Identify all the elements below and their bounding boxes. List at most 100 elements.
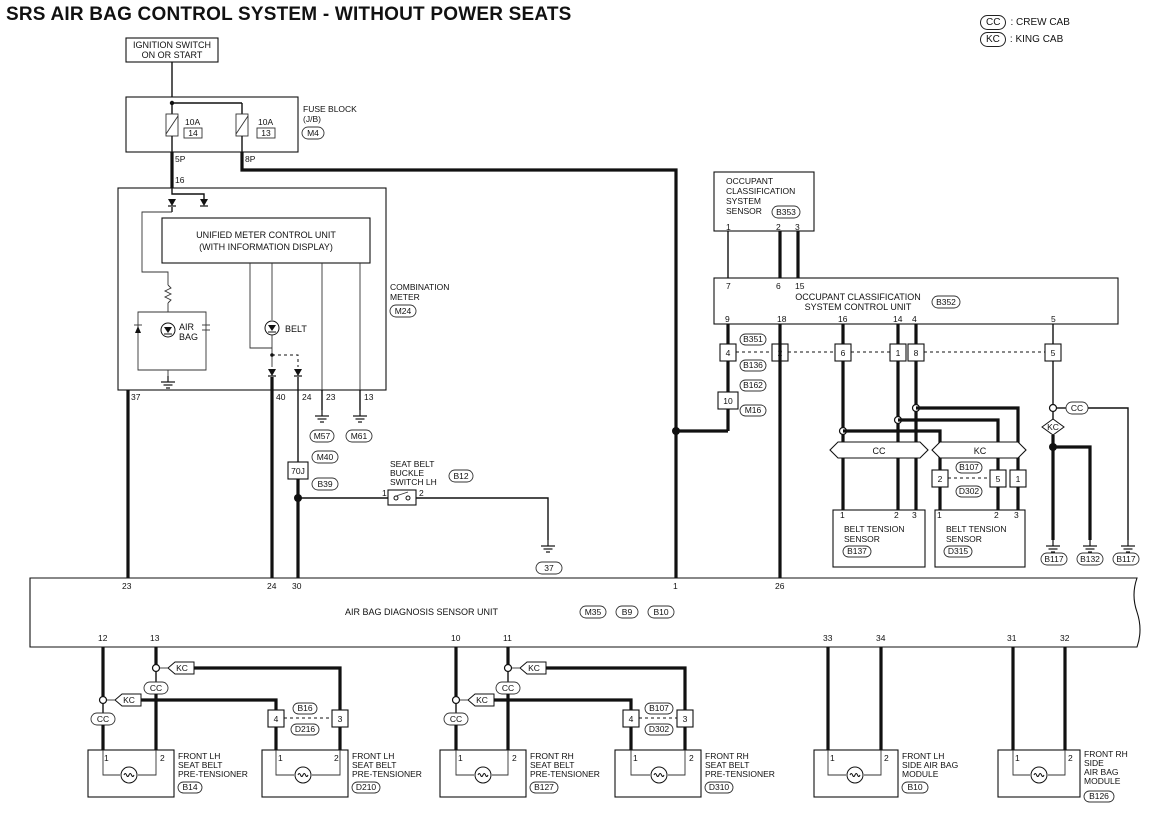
airbag-lamp-line1: AIR [179, 322, 195, 332]
adsu-pin13: 13 [150, 633, 160, 643]
pt-d210-conn: D210 [356, 782, 377, 792]
airbag-lamp-icon [160, 322, 176, 338]
kc-conn-bottom: D302 [959, 486, 980, 496]
ocu-line2: SYSTEM CONTROL UNIT [805, 302, 912, 312]
side-rh-line2: SIDE [1084, 758, 1104, 768]
cc-ground-text: CC [1071, 403, 1083, 413]
combo-pin-23: 23 [326, 392, 336, 402]
buckle-pin2: 2 [419, 488, 424, 498]
ocu-pin9: 9 [725, 314, 730, 324]
ocu-pin15: 15 [795, 281, 805, 291]
kc-tag-lh-lower-text: KC [123, 695, 135, 705]
side-lh-pin1: 1 [830, 753, 835, 763]
adsu-pin32: 32 [1060, 633, 1070, 643]
kc-conn-pin5: 5 [996, 474, 1001, 484]
side-rh-pin1: 1 [1015, 753, 1020, 763]
pt-b14-pin2: 2 [160, 753, 165, 763]
cc-tag-rh-lower: CC [443, 712, 469, 726]
fuse-term-8p: 8P [245, 154, 256, 164]
bt-kc-pin3: 3 [1014, 510, 1019, 520]
pt-b127-line3: PRE-TENSIONER [530, 769, 600, 779]
mid-connector-b107-d302: 4 3 B107 D302 [622, 702, 694, 736]
cc-tag-rh-upper: CC [495, 681, 521, 695]
pt-b127-pin2: 2 [512, 753, 517, 763]
pt-d210-pin2: 2 [334, 753, 339, 763]
bt-kc-line2: SENSOR [946, 534, 982, 544]
combo-pin-40: 40 [276, 392, 286, 402]
combo-meter-label2: METER [390, 292, 420, 302]
cc-tag-lh-upper: CC [143, 681, 169, 695]
combo-pin-24: 24 [302, 392, 312, 402]
combination-meter: 16 UNIFIED METER CONTROL UNIT (WITH INFO… [117, 175, 449, 402]
ocu-conn: B352 [936, 297, 956, 307]
mid-rh-bottom: D302 [649, 724, 670, 734]
conn-b351: B351 [743, 334, 763, 344]
side-lh-pin2: 2 [884, 753, 889, 763]
bt-cc-pin3: 3 [912, 510, 917, 520]
pt-d310-line3: PRE-TENSIONER [705, 769, 775, 779]
fuse-a-rating: 10A [185, 117, 200, 127]
fuse-block-conn: M4 [307, 128, 319, 138]
cc-tag-lh-lower-text: CC [97, 714, 109, 724]
connector-b162-m16: B162 10 M16 [717, 379, 767, 417]
legend-label-cc: : CREW CAB [1010, 17, 1070, 28]
pt-d310-conn: D310 [709, 782, 730, 792]
kc-tag-rh-upper: KC [519, 661, 547, 675]
occupant-classification-control-unit: 7 6 15 OCCUPANT CLASSIFICATION SYSTEM CO… [713, 277, 1119, 325]
buckle-line1: SEAT BELT [390, 459, 434, 469]
ignition-line2: ON OR START [142, 50, 203, 60]
combo-pin-37: 37 [131, 392, 141, 402]
ground-b132: B132 [1080, 554, 1100, 564]
unified-meter-control-unit [161, 217, 371, 264]
legend: CC : CREW CAB KC : KING CAB [980, 14, 1070, 48]
pretensioner-front-lh-b14: 1 2 FRONT LH SEAT BELT PRE-TENSIONER B14 [87, 749, 248, 798]
conn-70j: 70J [291, 466, 305, 476]
kc-branch-text: KC [974, 446, 987, 456]
pt-d310-pin2: 2 [689, 753, 694, 763]
combo-meter-conn: M24 [395, 306, 412, 316]
bt-kc-pin1: 1 [937, 510, 942, 520]
ground-m61: M61 [351, 431, 368, 441]
ground-b117-b: B117 [1116, 554, 1135, 564]
ocu-pin16: 16 [838, 314, 848, 324]
belt-lamp-icon [264, 320, 280, 336]
kc-tag-rh-lower-text: KC [476, 695, 488, 705]
inline-pin10: 10 [723, 396, 733, 406]
buckle-line2: BUCKLE [390, 468, 424, 478]
side-rh-line1: FRONT RH [1084, 749, 1128, 759]
bt-cc-conn: B137 [847, 546, 867, 556]
fuse-term-5p: 5P [175, 154, 186, 164]
kc-tag-lh-upper: KC [167, 661, 195, 675]
combo-in-pin: 16 [175, 175, 185, 185]
pt-b14-line1: FRONT LH [178, 751, 220, 761]
umcu-line2: (WITH INFORMATION DISPLAY) [199, 242, 333, 252]
adsu-pin30: 30 [292, 581, 302, 591]
fuse-b-num: 13 [261, 128, 271, 138]
adsu-conn-m35: M35 [585, 607, 602, 617]
legend-code-kc: KC [980, 32, 1006, 47]
ocu-line1: OCCUPANT CLASSIFICATION [795, 292, 921, 302]
adsu-pin23: 23 [122, 581, 132, 591]
buckle-pin1: 1 [382, 488, 387, 498]
pretensioner-front-rh-b127: 1 2 FRONT RH SEAT BELT PRE-TENSIONER B12… [439, 749, 600, 798]
conn-b136: B136 [743, 360, 763, 370]
ocu-pin7: 7 [726, 281, 731, 291]
bt-cc-pin1: 1 [840, 510, 845, 520]
cc-tag-rh-upper-text: CC [502, 683, 514, 693]
buckle-line3: SWITCH LH [390, 477, 437, 487]
ground-m57: M57 [314, 431, 331, 441]
fuse-block: 10A 14 10A 13 FUSE BLOCK (J/B) M4 5P 8P [125, 96, 357, 164]
conn-m16: M16 [745, 405, 762, 415]
side-airbag-module-lh: 1 2 FRONT LH SIDE AIR BAG MODULE B10 [813, 749, 958, 798]
side-lh-line3: MODULE [902, 769, 939, 779]
bt-kc-conn: D315 [948, 546, 969, 556]
ocs-sensor-pin3: 3 [795, 222, 800, 232]
side-rh-line3: AIR BAG [1084, 767, 1118, 777]
mid-lh-pin3: 3 [338, 714, 343, 724]
bt-cc-line1: BELT TENSION [844, 524, 904, 534]
pretensioner-front-lh-d210: 1 2 FRONT LH SEAT BELT PRE-TENSIONER D21… [261, 749, 422, 798]
side-rh-pin2: 2 [1068, 753, 1073, 763]
ocu-pin18: 18 [777, 314, 787, 324]
fuse-block-jb: (J/B) [303, 114, 321, 124]
bt-cc-line2: SENSOR [844, 534, 880, 544]
